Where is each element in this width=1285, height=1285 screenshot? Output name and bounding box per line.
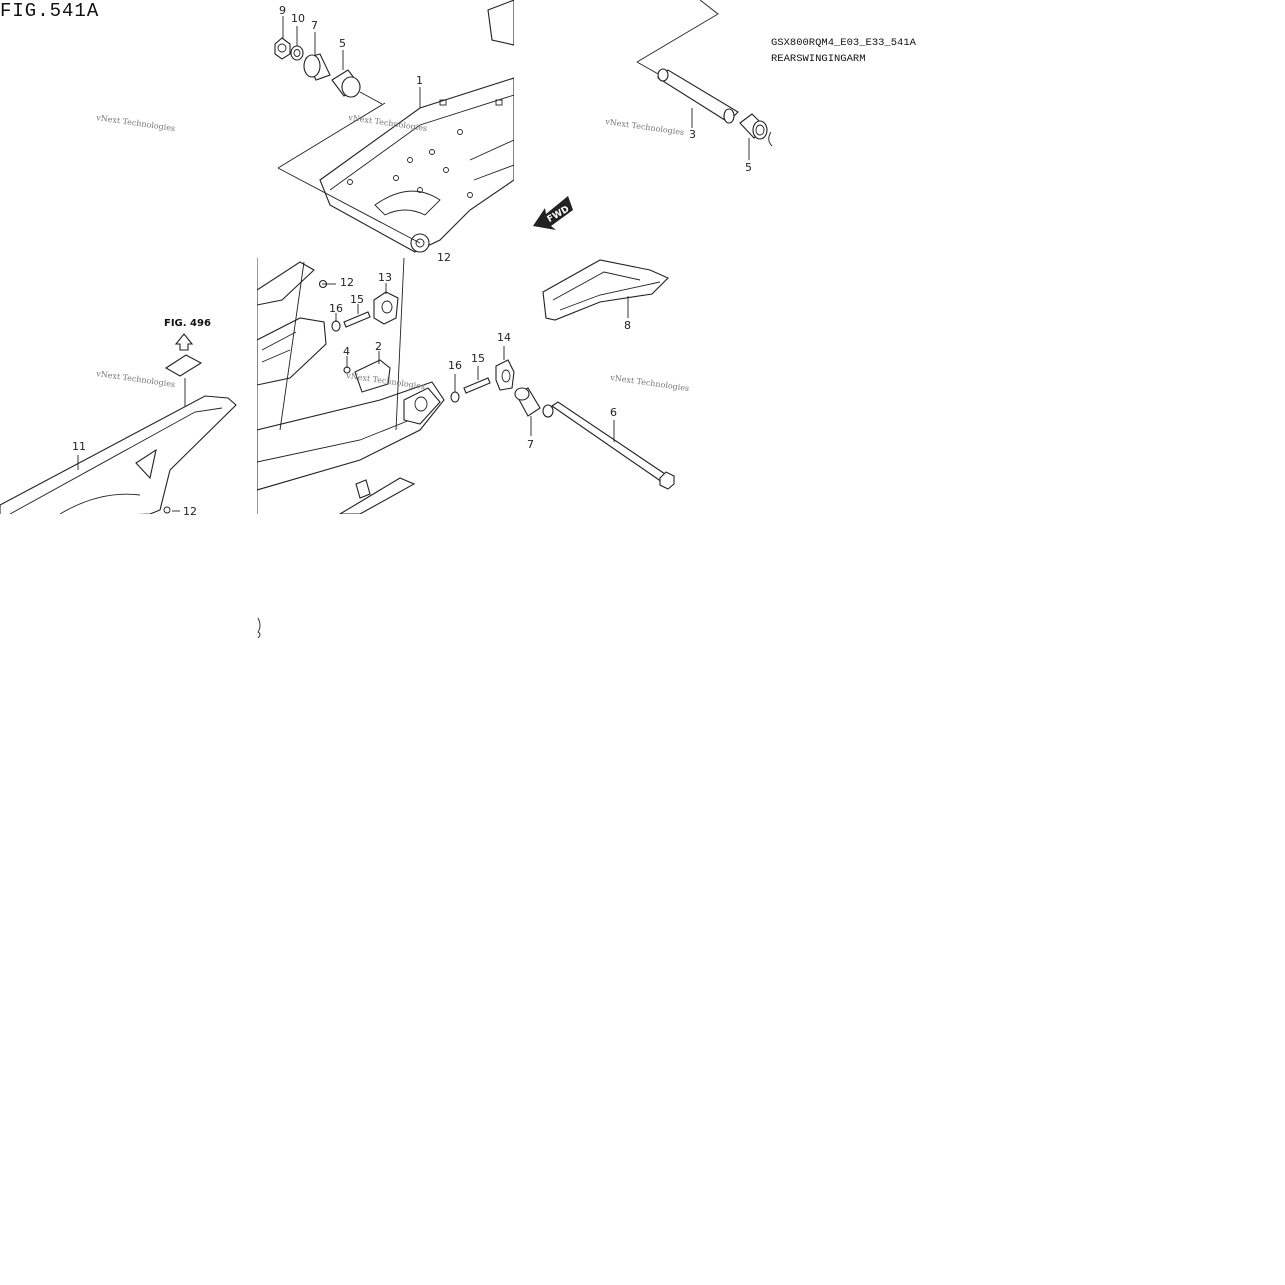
callout-6: 6 xyxy=(610,406,617,419)
callout-4: 4 xyxy=(343,345,350,358)
callout-15a: 15 xyxy=(350,293,364,306)
fwd-arrow-icon: FWD xyxy=(533,196,573,230)
callout-5b: 5 xyxy=(745,161,752,174)
watermark-d: vNext Technologies xyxy=(95,369,176,389)
panel-swingarm-frame: 9 10 7 5 1 12 vNext Technologies xyxy=(274,0,514,264)
figure-title: FIG.541A xyxy=(0,0,100,22)
panel-axle: 8 14 15 16 7 6 vNext Technologies xyxy=(448,259,690,490)
up-arrow-icon xyxy=(174,333,194,351)
panel-chain-case: FIG. 496 11 12 vNext Technologies vNext … xyxy=(0,113,237,518)
callout-3: 3 xyxy=(689,128,696,141)
callout-7b: 7 xyxy=(527,438,534,451)
fig-ref-496: FIG. 496 xyxy=(164,318,211,329)
panel-chain-adjusters: 12 13 15 16 4 2 vNext Technologies xyxy=(257,258,445,639)
callout-15b: 15 xyxy=(471,352,485,365)
callout-10: 10 xyxy=(291,12,305,25)
callout-16b: 16 xyxy=(448,359,462,372)
watermark-c: vNext Technologies xyxy=(95,113,176,133)
callout-2: 2 xyxy=(375,340,382,353)
callout-1: 1 xyxy=(416,74,423,87)
callout-9: 9 xyxy=(279,4,286,17)
watermark-b: vNext Technologies xyxy=(604,117,685,137)
model-code: GSX800RQM4_E03_E33_541A xyxy=(771,37,916,49)
watermark-f: vNext Technologies xyxy=(609,373,690,393)
callout-16a: 16 xyxy=(329,302,343,315)
callout-12b: 12 xyxy=(183,505,197,518)
callout-5a: 5 xyxy=(339,37,346,50)
callout-11: 11 xyxy=(72,440,86,453)
callout-14: 14 xyxy=(497,331,511,344)
callout-12a: 12 xyxy=(340,276,354,289)
callout-7a: 7 xyxy=(311,19,318,32)
callout-8: 8 xyxy=(624,319,631,332)
callout-13: 13 xyxy=(378,271,392,284)
callout-12c: 12 xyxy=(437,251,451,264)
panel-pivot-pipe: 3 5 vNext Technologies FWD xyxy=(533,0,773,230)
model-name: REARSWINGINGARM xyxy=(771,53,866,65)
